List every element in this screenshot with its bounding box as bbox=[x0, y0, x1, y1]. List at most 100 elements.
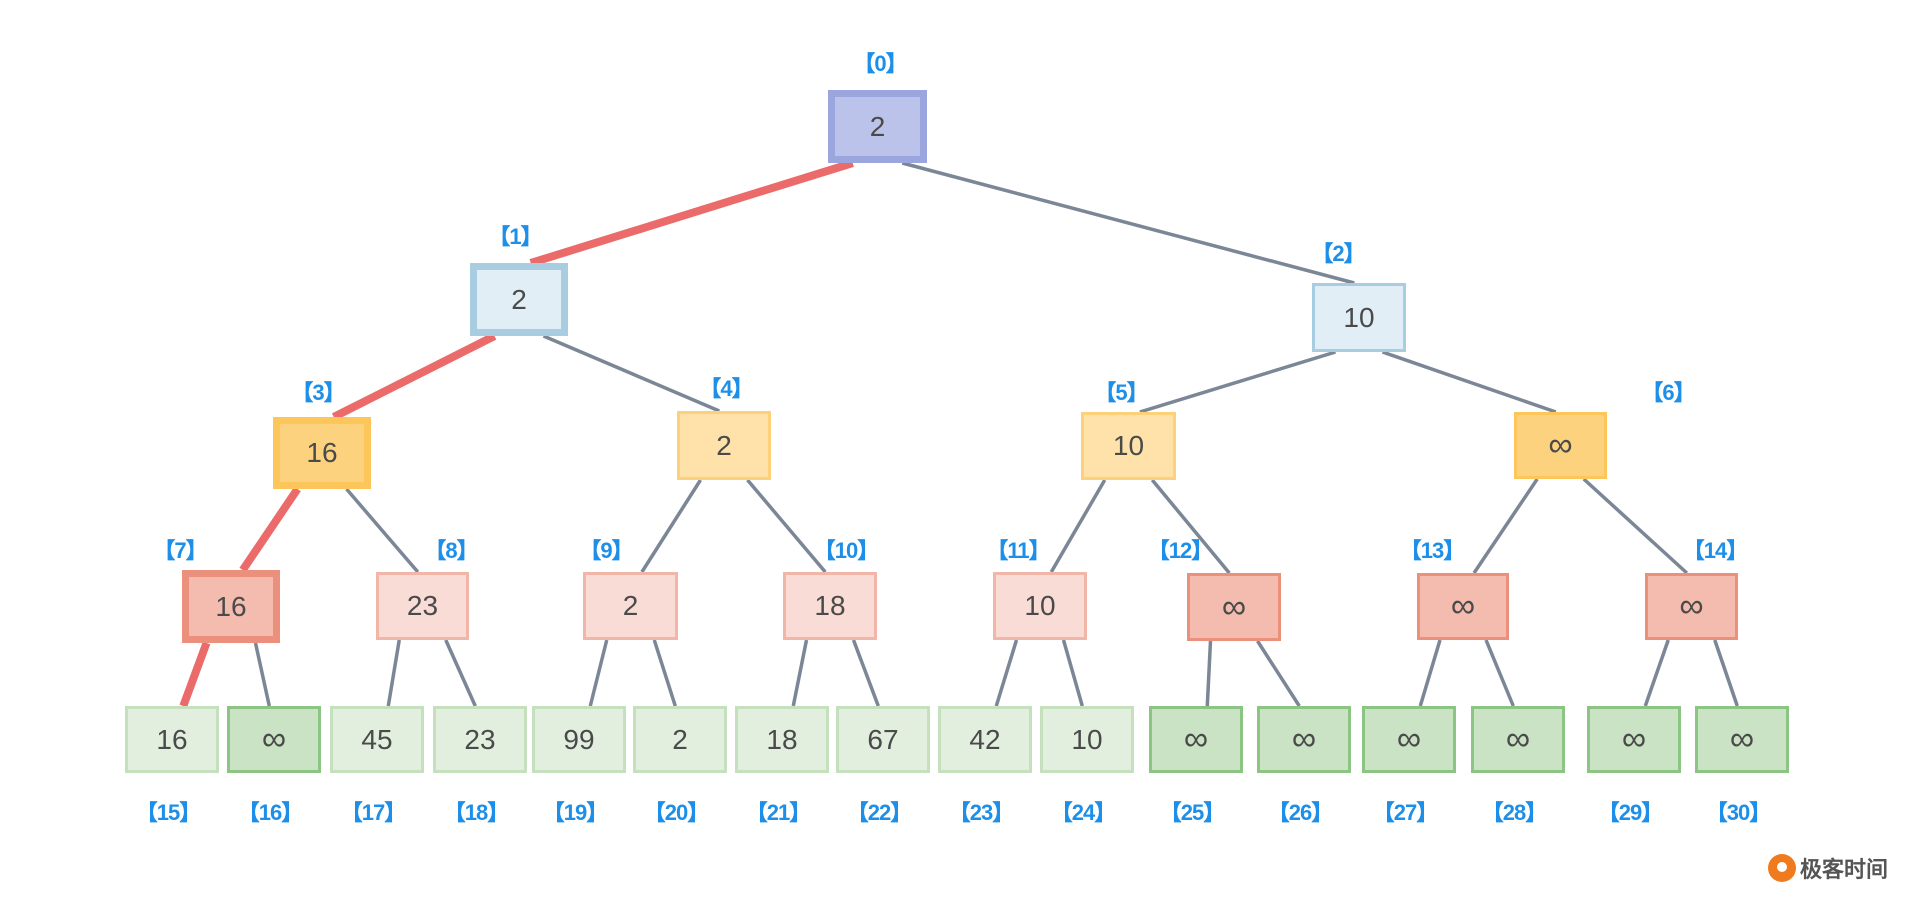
tree-edge bbox=[253, 642, 272, 707]
node-value: 67 bbox=[867, 723, 899, 755]
node-index-label: 【24】 bbox=[1050, 800, 1116, 825]
tree-node: 10 bbox=[1312, 283, 1406, 352]
node-value: ∞ bbox=[1621, 720, 1647, 758]
node-value: ∞ bbox=[1505, 720, 1531, 758]
geektime-logo-icon bbox=[1768, 854, 1796, 882]
tree-node: 16 bbox=[182, 570, 280, 643]
tree-node: 18 bbox=[783, 572, 877, 640]
tree-edge bbox=[1139, 350, 1337, 414]
node-value: 10 bbox=[1071, 723, 1103, 755]
leaf-node: 99 bbox=[532, 706, 626, 773]
tree-edge bbox=[1484, 639, 1515, 707]
tree-edge bbox=[791, 639, 809, 707]
leaf-node: 2 bbox=[633, 706, 727, 773]
node-index-label: 【6】 bbox=[1641, 380, 1695, 405]
node-value: ∞ bbox=[1291, 720, 1317, 758]
node-index-label: 【28】 bbox=[1481, 800, 1547, 825]
tree-edge bbox=[1049, 479, 1107, 573]
node-index-label: 【22】 bbox=[846, 800, 912, 825]
node-index-label: 【18】 bbox=[443, 800, 509, 825]
watermark: 极客时间 bbox=[1768, 852, 1888, 884]
node-index-label: 【0】 bbox=[853, 51, 907, 76]
node-value: ∞ bbox=[261, 720, 287, 758]
node-index-label: 【20】 bbox=[643, 800, 709, 825]
tree-node: 2 bbox=[677, 411, 771, 480]
node-index-label: 【15】 bbox=[135, 800, 201, 825]
leaf-node: ∞ bbox=[227, 706, 321, 773]
leaf-node: 23 bbox=[433, 706, 527, 773]
node-index-label: 【29】 bbox=[1597, 800, 1663, 825]
node-value: 99 bbox=[563, 723, 595, 755]
node-index-label: 【27】 bbox=[1372, 800, 1438, 825]
node-value: ∞ bbox=[1396, 720, 1422, 758]
node-value: 10 bbox=[1112, 430, 1145, 461]
leaf-node: 16 bbox=[125, 706, 219, 773]
node-index-label: 【4】 bbox=[699, 376, 753, 401]
node-value: 16 bbox=[215, 590, 247, 622]
tree-node: ∞ bbox=[1417, 573, 1509, 640]
root-node: 2 bbox=[828, 90, 927, 163]
node-value: 16 bbox=[156, 723, 188, 755]
node-index-label: 【8】 bbox=[424, 538, 478, 563]
node-index-label: 【26】 bbox=[1267, 800, 1333, 825]
node-value: 2 bbox=[716, 429, 732, 461]
tree-edge bbox=[994, 639, 1019, 707]
leaf-node: ∞ bbox=[1587, 706, 1681, 773]
tree-edge bbox=[1150, 478, 1231, 575]
tree-edge bbox=[1256, 640, 1301, 707]
node-value: ∞ bbox=[1548, 426, 1573, 464]
node-value: 10 bbox=[1343, 301, 1375, 333]
node-value: 10 bbox=[1024, 590, 1056, 621]
leaf-node: 67 bbox=[836, 706, 930, 773]
node-value: 18 bbox=[766, 723, 798, 755]
node-value: ∞ bbox=[1729, 720, 1755, 758]
tree-node: ∞ bbox=[1187, 573, 1281, 641]
node-index-label: 【10】 bbox=[813, 538, 879, 563]
leaf-node: 18 bbox=[735, 706, 829, 773]
tree-node: 10 bbox=[1081, 412, 1176, 480]
highlighted-edge bbox=[529, 159, 854, 267]
tree-edge bbox=[444, 639, 477, 707]
leaf-node: ∞ bbox=[1257, 706, 1351, 773]
tree-node: 2 bbox=[470, 263, 568, 336]
tree-node: ∞ bbox=[1645, 573, 1738, 640]
tree-node: 23 bbox=[376, 572, 469, 640]
node-index-label: 【14】 bbox=[1682, 538, 1748, 563]
leaf-node: 45 bbox=[330, 706, 424, 773]
leaf-node: 42 bbox=[938, 706, 1032, 773]
tree-node: ∞ bbox=[1514, 412, 1607, 479]
node-index-label: 【5】 bbox=[1094, 380, 1148, 405]
node-value: ∞ bbox=[1450, 587, 1476, 625]
node-index-label: 【21】 bbox=[745, 800, 811, 825]
leaf-node: ∞ bbox=[1695, 706, 1789, 773]
node-value: 42 bbox=[969, 723, 1001, 755]
leaf-node: 10 bbox=[1040, 706, 1134, 773]
leaf-node: ∞ bbox=[1362, 706, 1456, 773]
tree-node: 16 bbox=[273, 417, 371, 489]
tree-edge bbox=[640, 479, 702, 573]
node-index-label: 【7】 bbox=[153, 538, 207, 563]
tree-edge bbox=[901, 161, 1355, 285]
tree-node: 10 bbox=[993, 572, 1087, 640]
tree-edge bbox=[386, 639, 401, 707]
node-value: 23 bbox=[406, 590, 439, 621]
node-index-label: 【17】 bbox=[340, 800, 406, 825]
tree-edge bbox=[588, 639, 609, 707]
node-index-label: 【12】 bbox=[1147, 538, 1213, 563]
node-index-label: 【3】 bbox=[291, 380, 345, 405]
tree-edge bbox=[851, 639, 880, 707]
node-index-label: 【1】 bbox=[488, 224, 542, 249]
node-index-label: 【2】 bbox=[1311, 241, 1365, 266]
node-value: ∞ bbox=[1679, 587, 1704, 625]
node-value: ∞ bbox=[1183, 720, 1209, 758]
node-index-label: 【19】 bbox=[542, 800, 608, 825]
node-value: ∞ bbox=[1221, 587, 1247, 626]
tree-edge bbox=[746, 478, 827, 574]
watermark-text: 极客时间 bbox=[1800, 858, 1889, 883]
node-index-label: 【23】 bbox=[948, 800, 1014, 825]
node-value: 2 bbox=[622, 590, 639, 621]
node-value: 2 bbox=[869, 110, 886, 142]
node-value: 16 bbox=[306, 437, 338, 468]
leaf-node: ∞ bbox=[1149, 706, 1243, 773]
